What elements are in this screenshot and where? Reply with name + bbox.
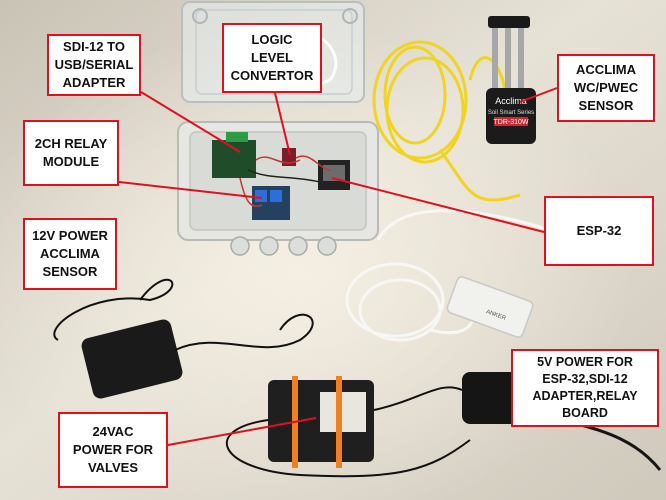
label-acclima-sensor: ACCLIMA WC/PWEC SENSOR bbox=[557, 54, 655, 122]
usb-power-adapter: ANKER bbox=[446, 276, 534, 338]
12v-adapter bbox=[53, 278, 314, 399]
label-esp32: ESP-32 bbox=[544, 196, 654, 266]
acclima-sensor: Acclima Soil Smart Series TDR-310W bbox=[486, 16, 536, 144]
svg-text:Soil Smart Series: Soil Smart Series bbox=[488, 110, 534, 116]
enclosure-box bbox=[177, 121, 379, 256]
yellow-sensor-cable bbox=[372, 40, 521, 202]
annotation-lines bbox=[118, 87, 558, 446]
label-24vac-power: 24VAC POWER FOR VALVES bbox=[58, 412, 168, 488]
label-5v-power: 5V POWER FOR ESP-32,SDI-12 ADAPTER,RELAY… bbox=[511, 349, 659, 427]
svg-text:TDR-310W: TDR-310W bbox=[493, 119, 528, 126]
svg-text:Acclima: Acclima bbox=[495, 96, 527, 106]
label-logic-level-convertor: LOGIC LEVEL CONVERTOR bbox=[222, 23, 322, 93]
label-sdi12-adapter: SDI-12 TO USB/SERIAL ADAPTER bbox=[47, 34, 141, 96]
label-12v-power: 12V POWER ACCLIMA SENSOR bbox=[23, 218, 117, 290]
label-relay-module: 2CH RELAY MODULE bbox=[23, 120, 119, 186]
